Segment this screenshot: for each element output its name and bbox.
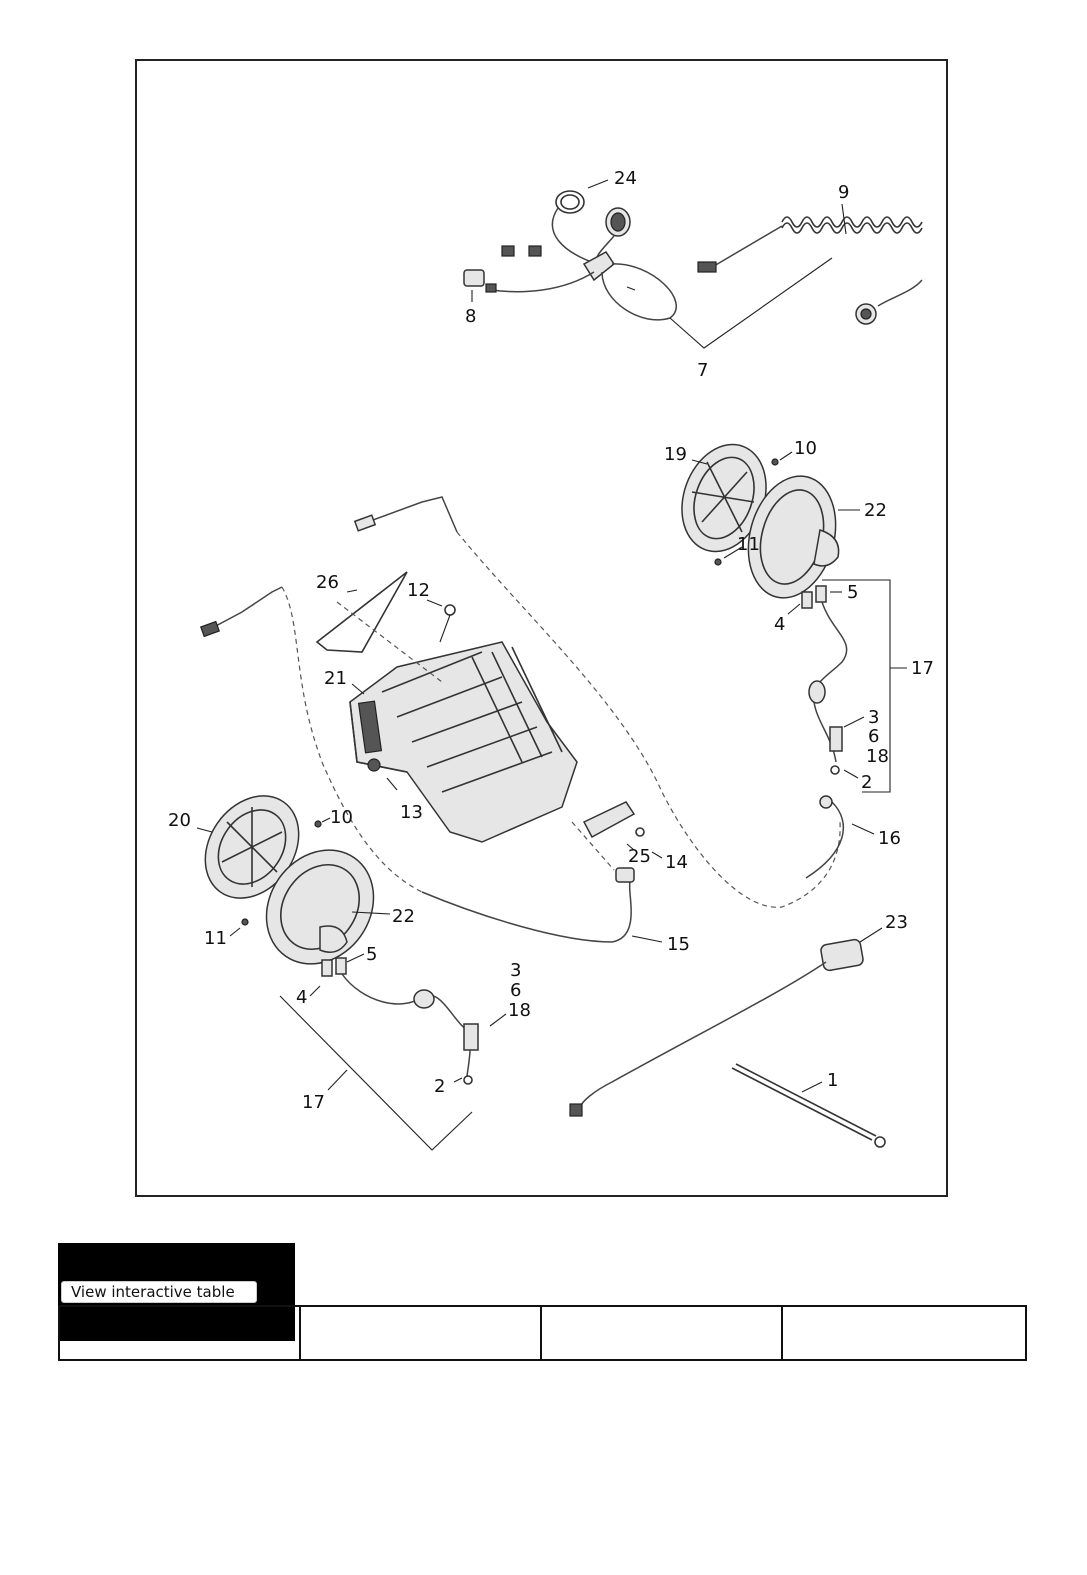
left-speaker-assembly — [204, 795, 479, 1085]
callout-21: 21 — [324, 668, 347, 689]
table-col-divider-1 — [299, 1305, 301, 1361]
wiring-harness — [200, 496, 845, 943]
callout-5-left: 5 — [366, 944, 377, 965]
callout-4-right: 4 — [774, 614, 785, 635]
callout-17-left: 17 — [302, 1092, 325, 1113]
table-col-divider-3 — [781, 1305, 783, 1361]
callout-12: 12 — [407, 580, 430, 601]
callout-16: 16 — [878, 828, 901, 849]
callout-24: 24 — [614, 168, 637, 189]
callout-7: 7 — [697, 360, 708, 381]
callout-18-left: 18 — [508, 1000, 531, 1021]
view-interactive-table-button[interactable]: View interactive table — [61, 1281, 257, 1303]
cable-tie — [731, 1063, 886, 1148]
callout-22-right: 22 — [864, 500, 887, 521]
callout-9: 9 — [838, 182, 849, 203]
coiled-cord — [697, 216, 923, 325]
callout-8: 8 — [465, 306, 476, 327]
table-top-border — [58, 1305, 1027, 1307]
gps-antenna — [569, 938, 864, 1117]
callout-20: 20 — [168, 810, 191, 831]
callout-19: 19 — [664, 444, 687, 465]
callout-22-left: 22 — [392, 906, 415, 927]
callout-10-left: 10 — [330, 807, 353, 828]
callout-11-left: 11 — [204, 928, 227, 949]
callout-14: 14 — [665, 852, 688, 873]
parts-table — [58, 1305, 1027, 1361]
callout-2-left: 2 — [434, 1076, 445, 1097]
callout-4-left: 4 — [296, 987, 307, 1008]
callout-5-right: 5 — [847, 582, 858, 603]
callout-10-right: 10 — [794, 438, 817, 459]
callout-17-right: 17 — [911, 658, 934, 679]
headset-harness-assembly — [463, 190, 677, 321]
callout-23: 23 — [885, 912, 908, 933]
leader-lines — [196, 179, 907, 1151]
parts-diagram: 24 9 8 7 19 10 22 11 5 4 17 3 6 18 2 16 … — [135, 59, 948, 1197]
table-left-border — [58, 1305, 60, 1361]
callout-26: 26 — [316, 572, 339, 593]
table-col-divider-2 — [540, 1305, 542, 1361]
table-bottom-border — [58, 1359, 1027, 1361]
callout-13: 13 — [400, 802, 423, 823]
exploded-view-drawing: 24 9 8 7 19 10 22 11 5 4 17 3 6 18 2 16 … — [168, 168, 934, 1151]
callout-1: 1 — [827, 1070, 838, 1091]
callout-3-right: 3 — [868, 707, 879, 728]
right-speaker-assembly — [681, 443, 848, 775]
amplifier-unit — [315, 571, 645, 843]
callout-15: 15 — [667, 934, 690, 955]
callout-11-right: 11 — [737, 534, 760, 555]
callout-25: 25 — [628, 846, 651, 867]
callout-6-right: 6 — [868, 726, 879, 747]
callout-3-left: 3 — [510, 960, 521, 981]
callout-18-right: 18 — [866, 746, 889, 767]
callout-6-left: 6 — [510, 980, 521, 1001]
callout-labels: 24 9 8 7 19 10 22 11 5 4 17 3 6 18 2 16 … — [168, 168, 934, 1113]
callout-2-right: 2 — [861, 772, 872, 793]
table-right-border — [1025, 1305, 1027, 1361]
